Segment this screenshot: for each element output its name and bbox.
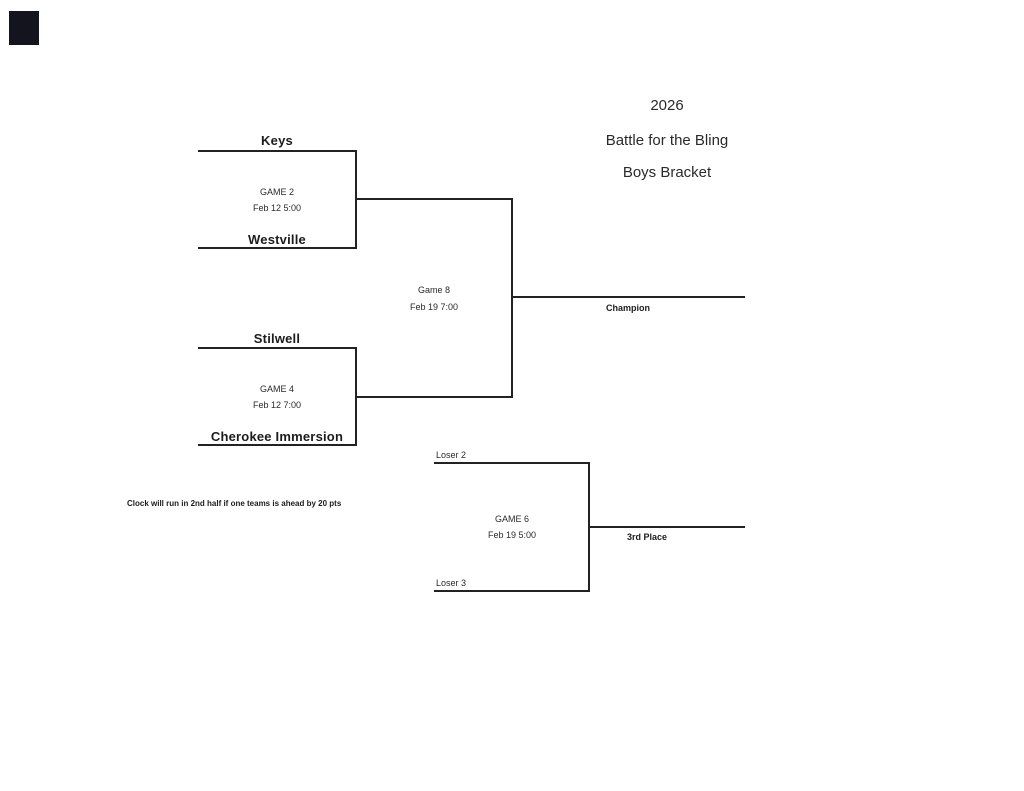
game2-bottom-seed-line: [198, 247, 357, 249]
champion-label: Champion: [606, 303, 650, 313]
game4-datetime: Feb 12 7:00: [252, 400, 302, 410]
game6-datetime: Feb 19 5:00: [487, 530, 537, 540]
game4-top-seed-line: [198, 347, 357, 349]
team-cherokee-immersion: Cherokee Immersion: [210, 429, 344, 444]
title-event: Battle for the Bling: [605, 132, 729, 149]
champion-line: [511, 296, 745, 298]
team-loser2: Loser 2: [436, 450, 467, 460]
game4-label: GAME 4: [259, 384, 294, 394]
title-bracket-type: Boys Bracket: [622, 164, 712, 181]
clock-rule-note: Clock will run in 2nd half if one teams …: [127, 499, 342, 508]
team-stilwell: Stilwell: [253, 331, 301, 346]
game6-label: GAME 6: [494, 514, 529, 524]
game2-datetime: Feb 12 5:00: [252, 203, 302, 213]
team-loser3: Loser 3: [436, 578, 467, 588]
game6-bottom-seed-line: [434, 590, 590, 592]
game2-winner-line: [355, 198, 513, 200]
scan-corner-mark: [9, 11, 39, 45]
game6-top-seed-line: [434, 462, 590, 464]
game8-bracket-vertical: [511, 198, 513, 398]
game8-label: Game 8: [417, 285, 450, 295]
third-place-line: [588, 526, 745, 528]
game4-winner-line: [355, 396, 513, 398]
game2-label: GAME 2: [259, 187, 294, 197]
game2-top-seed-line: [198, 150, 357, 152]
title-year: 2026: [650, 97, 684, 114]
game4-bottom-seed-line: [198, 444, 357, 446]
game8-datetime: Feb 19 7:00: [409, 302, 459, 312]
team-westville: Westville: [248, 232, 306, 247]
third-place-label: 3rd Place: [626, 532, 668, 542]
team-keys: Keys: [261, 133, 293, 148]
